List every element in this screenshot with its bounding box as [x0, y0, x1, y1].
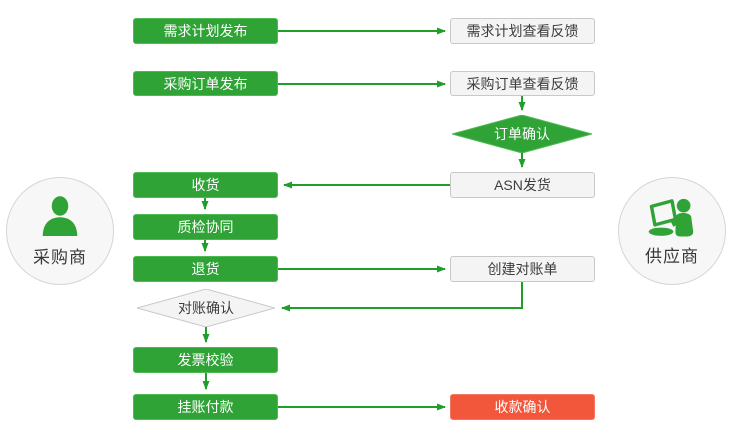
node-label: 发票校验: [177, 352, 234, 368]
supplier-actor: 供应商: [618, 177, 726, 285]
flow-node-order-confirm: 订单确认: [452, 115, 592, 153]
node-label: 创建对账单: [487, 261, 558, 277]
supplier-label: 供应商: [645, 247, 699, 266]
flow-node-create-statement: 创建对账单: [450, 256, 595, 282]
node-label: 退货: [191, 261, 220, 277]
node-label: 采购订单查看反馈: [466, 75, 579, 92]
flow-node-reconciliation-confirm: 对账确认: [137, 289, 275, 327]
node-label: 收货: [191, 177, 220, 193]
node-label: ASN发货: [494, 177, 551, 193]
person-icon: [42, 196, 78, 236]
flow-node-receipt-confirm: 收款确认: [450, 394, 595, 420]
node-label: 订单确认: [494, 126, 550, 142]
flow-node-return-goods: 退货: [133, 256, 278, 282]
node-label: 挂账付款: [177, 399, 234, 415]
flow-node-payment-on-account: 挂账付款: [133, 394, 278, 420]
flow-node-demand-plan-view-feedback: 需求计划查看反馈: [450, 18, 595, 44]
node-label: 采购订单发布: [163, 75, 248, 92]
arrow-create-statement-to-reconciliation-confirm: [281, 282, 523, 312]
flow-node-purchase-order-view-feedback: 采购订单查看反馈: [450, 71, 595, 96]
diamond-shape: [452, 115, 592, 153]
flow-node-asn-shipment: ASN发货: [450, 172, 595, 198]
node-label: 质检协同: [177, 219, 234, 235]
flow-node-quality-inspection: 质检协同: [133, 214, 278, 240]
node-label: 需求计划发布: [163, 23, 248, 39]
node-label: 需求计划查看反馈: [466, 23, 579, 39]
buyer-label: 采购商: [33, 248, 87, 267]
flow-node-invoice-verification: 发票校验: [133, 347, 278, 373]
node-label: 收款确认: [494, 399, 551, 415]
person-laptop-icon: [648, 198, 694, 237]
flow-node-receive-goods: 收货: [133, 172, 278, 198]
diamond-shape: [137, 289, 275, 327]
buyer-actor: 采购商: [6, 177, 114, 285]
flow-node-purchase-order-publish: 采购订单发布: [133, 71, 278, 96]
node-label: 对账确认: [178, 300, 234, 316]
flow-node-demand-plan-publish: 需求计划发布: [133, 18, 278, 44]
